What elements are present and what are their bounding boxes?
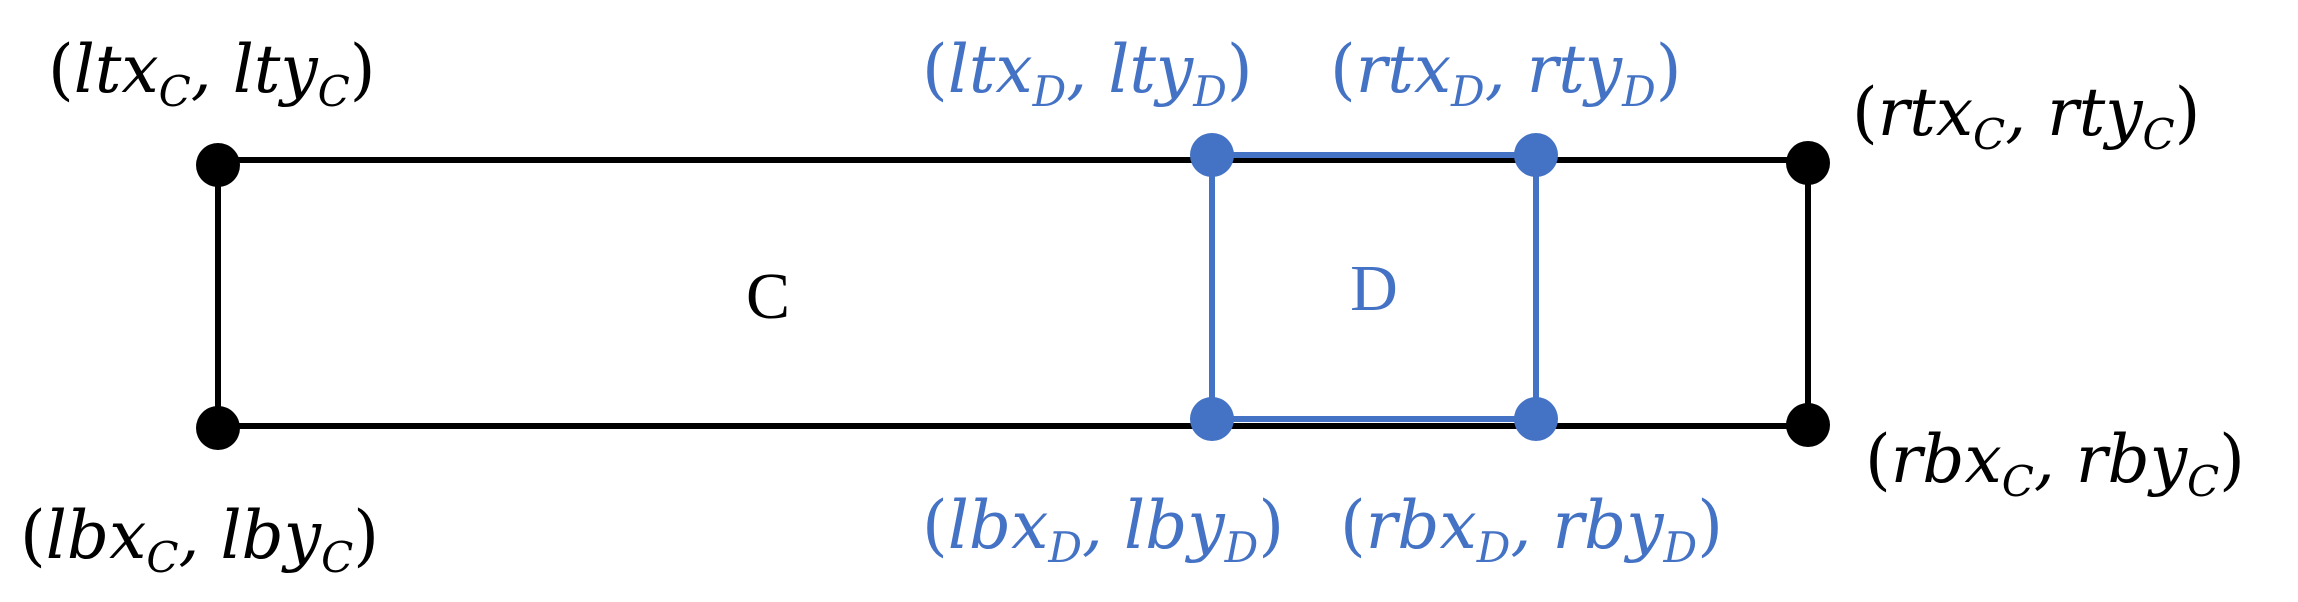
corner-dot-d-left-bottom [1190, 397, 1234, 441]
label-c-left-top: (ltxC, ltyC) [48, 31, 376, 116]
corner-dot-c-right-top [1786, 141, 1830, 185]
corner-dot-d-right-top [1514, 133, 1558, 177]
outer-box-letter: C [746, 260, 790, 333]
inner-box-d [1209, 152, 1539, 422]
label-d-left-top: (ltxD, ltyD) [922, 31, 1253, 116]
outer-box-c [215, 157, 1811, 429]
label-d-right-top: (rtxD, rtyD) [1330, 31, 1682, 116]
label-d-right-bottom: (rbxD, rbyD) [1340, 487, 1723, 572]
label-c-right-top: (rtxC, rtyC) [1852, 74, 2200, 159]
label-d-left-bottom: (lbxD, lbyD) [922, 487, 1284, 572]
corner-dot-c-left-bottom [196, 406, 240, 450]
label-c-left-bottom: (lbxC, lbyC) [20, 497, 379, 582]
corner-dot-d-left-top [1190, 133, 1234, 177]
label-c-right-bottom: (rbxC, rbyC) [1865, 421, 2245, 506]
corner-dot-d-right-bottom [1514, 397, 1558, 441]
corner-dot-c-right-bottom [1786, 403, 1830, 447]
corner-dot-c-left-top [196, 143, 240, 187]
inner-box-letter: D [1350, 252, 1398, 325]
